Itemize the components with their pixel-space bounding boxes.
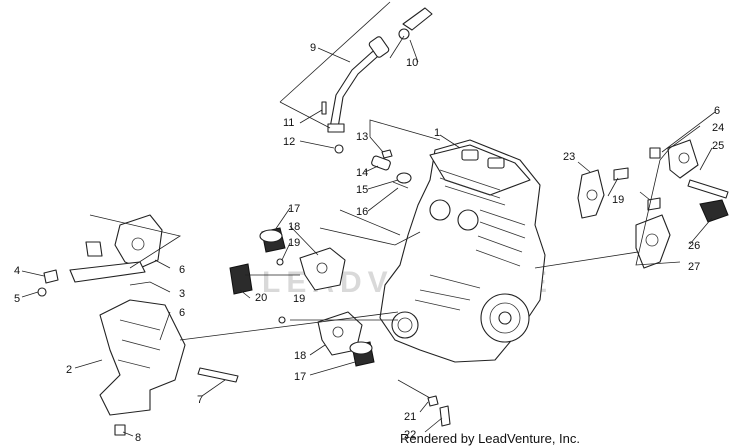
mount-plate-23[interactable] (577, 169, 605, 219)
bolt-upper[interactable] (613, 167, 629, 181)
bolt-8[interactable] (114, 424, 126, 436)
damper-26[interactable] (699, 199, 729, 223)
mount-plate[interactable] (69, 261, 146, 283)
bolt-19b[interactable] (278, 316, 286, 324)
callout-27[interactable]: 27 (688, 261, 700, 273)
callout-14[interactable]: 14 (356, 167, 368, 179)
callout-6-left-lower[interactable]: 6 (179, 307, 185, 319)
callout-8[interactable]: 8 (135, 432, 141, 444)
callout-19-left-lower[interactable]: 19 (293, 293, 305, 305)
callout-26[interactable]: 26 (688, 240, 700, 252)
mount-bracket-24[interactable] (667, 139, 699, 179)
dipstick-handle[interactable] (398, 7, 433, 40)
seal-15[interactable] (396, 172, 412, 184)
mount-bracket-18a[interactable] (299, 247, 346, 291)
rubber-isolator-17a[interactable] (259, 227, 286, 253)
callout-labels: 1 2 3 4 5 6 6 6 7 8 9 10 11 12 13 14 15 … (14, 42, 724, 444)
washer-5[interactable] (37, 287, 47, 297)
callout-11[interactable]: 11 (283, 117, 294, 129)
nut-6-right[interactable] (649, 147, 661, 159)
callout-5[interactable]: 5 (14, 293, 20, 305)
bolt-13[interactable] (381, 149, 393, 159)
callout-3[interactable]: 3 (179, 288, 185, 300)
bolt-4[interactable] (43, 269, 59, 284)
callout-17-upper[interactable]: 17 (288, 203, 300, 215)
sleeve-14[interactable] (371, 155, 391, 171)
bolt-22[interactable] (439, 405, 451, 427)
callout-12[interactable]: 12 (283, 136, 295, 148)
callout-21[interactable]: 21 (404, 411, 416, 423)
callout-6-left-upper[interactable]: 6 (179, 264, 185, 276)
callout-19-right[interactable]: 19 (612, 194, 624, 206)
callout-13[interactable]: 13 (356, 131, 368, 143)
leader-lines (21, 1, 716, 437)
lower-bracket-2[interactable] (99, 299, 186, 416)
engine-mount-bracket-left[interactable] (114, 214, 163, 269)
callout-18-upper[interactable]: 18 (288, 221, 300, 233)
callout-15[interactable]: 15 (356, 184, 368, 196)
bolt-25[interactable] (687, 179, 729, 199)
credit-text: Rendered by LeadVenture, Inc. (400, 431, 580, 446)
callout-22[interactable]: 22 (404, 429, 416, 441)
engine-assembly[interactable] (379, 139, 546, 363)
callout-20[interactable]: 20 (255, 292, 267, 304)
callout-16[interactable]: 16 (356, 206, 368, 218)
callout-25[interactable]: 25 (712, 140, 724, 152)
dipstick-tube[interactable] (327, 36, 390, 133)
rubber-isolator-17b[interactable] (349, 341, 375, 367)
callout-23[interactable]: 23 (563, 151, 575, 163)
callout-24[interactable]: 24 (712, 122, 724, 134)
stud-16 (392, 181, 409, 189)
callout-6-right[interactable]: 6 (714, 105, 720, 117)
bolt-7[interactable] (197, 367, 239, 383)
callout-17-lower[interactable]: 17 (294, 371, 306, 383)
washer-21[interactable] (427, 395, 439, 407)
o-ring-12[interactable] (334, 144, 344, 154)
callout-18-lower[interactable]: 18 (294, 350, 306, 362)
rubber-mount-top[interactable] (85, 241, 103, 257)
callout-10[interactable]: 10 (406, 57, 418, 69)
bolt-19a[interactable] (276, 258, 284, 266)
damper-pad-20[interactable] (229, 263, 253, 295)
callout-1[interactable]: 1 (434, 127, 440, 139)
callout-7[interactable]: 7 (197, 394, 203, 406)
bolt-11[interactable] (321, 101, 327, 115)
callout-9[interactable]: 9 (310, 42, 316, 54)
callout-4[interactable]: 4 (14, 265, 20, 277)
callout-2[interactable]: 2 (66, 364, 72, 376)
callout-19-left-upper[interactable]: 19 (288, 237, 300, 249)
